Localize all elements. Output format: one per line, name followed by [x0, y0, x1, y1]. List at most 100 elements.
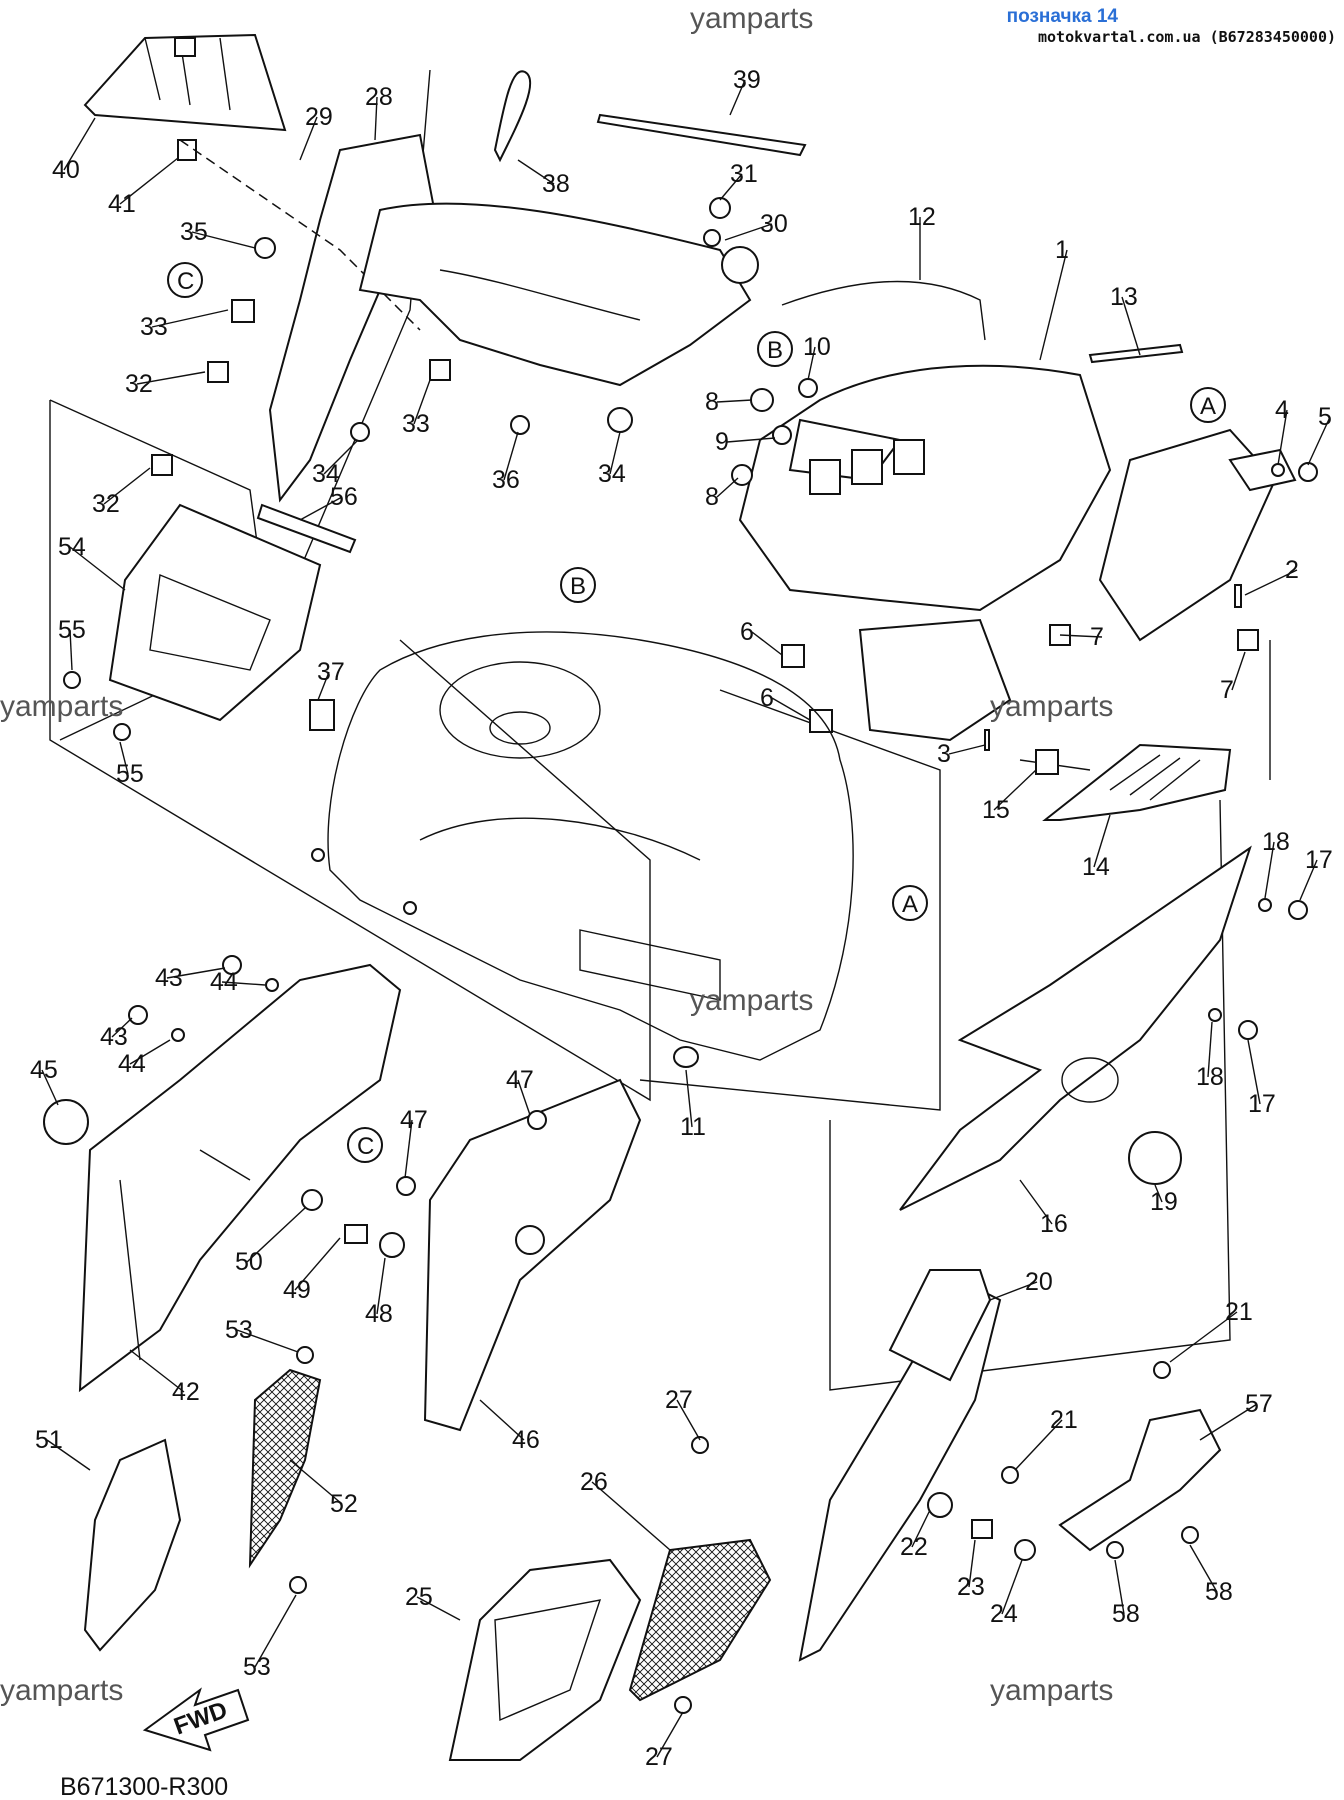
callout-leader-9 [726, 437, 776, 443]
callout-18: 18 [1196, 1063, 1224, 1091]
part-17-bolt [1238, 900, 1308, 1040]
part-19-emblem [1128, 1131, 1182, 1185]
callout-leader-27 [656, 1711, 684, 1758]
callout-leader-58 [1114, 1559, 1125, 1615]
part-46-inner-panel [423, 1078, 642, 1432]
callout-leader-8 [716, 477, 739, 498]
callout-leader-18 [1264, 841, 1275, 899]
callout-leader-38 [517, 159, 555, 185]
part-20-duct [798, 1269, 1002, 1662]
callout-leader-39 [729, 79, 746, 116]
callout-leader-53 [236, 1329, 299, 1353]
callout-leader-51 [46, 1439, 91, 1471]
callout-leader-15 [993, 769, 1037, 811]
part-38-hose [493, 70, 532, 163]
callout-21: 21 [1050, 1406, 1078, 1434]
callout-leader-21 [1169, 1311, 1238, 1363]
callout-leader-2 [1244, 569, 1298, 596]
part-25-cover [448, 1558, 642, 1761]
part-9-bolt [772, 425, 792, 445]
part-24-bolt [1014, 1539, 1036, 1561]
callout-leader-54 [69, 546, 126, 591]
part-4-washer [1271, 463, 1285, 477]
part-47-bolt [396, 1110, 547, 1196]
watermarks: yamparts yamparts yamparts yamparts yamp… [0, 2, 1113, 1707]
callout-53: 53 [243, 1653, 271, 1681]
callout-46: 46 [512, 1426, 540, 1454]
fwd-arrow: FWD [142, 1687, 250, 1752]
callout-leader-47 [404, 1119, 413, 1179]
watermark-left: yamparts [0, 690, 123, 723]
part-34-grommet [350, 422, 370, 442]
callout-leader-32 [103, 467, 151, 505]
part-32-clip [151, 361, 229, 476]
callout-leader-14 [1093, 814, 1111, 868]
callout-leader-26 [591, 1481, 671, 1551]
callout-56: 56 [330, 483, 358, 511]
callout-39: 39 [733, 66, 761, 94]
callout-32: 32 [92, 490, 120, 518]
part-3-pin [984, 729, 990, 751]
page-title-link[interactable]: позначка 14 [1006, 6, 1118, 27]
callout-leader-34 [609, 431, 621, 475]
callout-leader-48 [376, 1257, 386, 1315]
part-42-side-panel [78, 963, 402, 1393]
callout-leader-52 [289, 1459, 343, 1505]
callout-44: 44 [210, 968, 238, 996]
callout-leader-24 [1001, 1559, 1023, 1615]
ref-label-a1: A [1200, 393, 1216, 420]
callout-14: 14 [1082, 853, 1110, 881]
callout-58: 58 [1112, 1600, 1140, 1628]
part-44-washer [171, 978, 279, 1042]
part-35-bolt [254, 237, 276, 259]
part-36-bolt [510, 415, 530, 435]
callout-leader-42 [129, 1349, 185, 1393]
part-30-grommet [703, 229, 721, 247]
callout-leader-8 [716, 399, 753, 403]
callout-leader-57 [1199, 1403, 1258, 1441]
callout-47: 47 [400, 1106, 428, 1134]
callout-leader-33 [151, 309, 229, 328]
callout-18: 18 [1262, 828, 1290, 856]
part-14-scoop [1042, 743, 1232, 821]
callout-leader-33 [413, 379, 431, 425]
callout-28: 28 [365, 83, 393, 111]
callout-7: 7 [1220, 676, 1234, 704]
callout-38: 38 [542, 170, 570, 198]
part-8-grommet [731, 388, 774, 486]
callout-leader-34 [323, 439, 359, 475]
callout-6: 6 [740, 618, 754, 646]
callout-6: 6 [760, 684, 774, 712]
callout-leader-55 [69, 629, 73, 671]
callout-leader-11 [685, 1069, 693, 1128]
part-21-screw [1001, 1361, 1171, 1484]
ref-circles: A A B B C C [167, 262, 1226, 1163]
callout-12: 12 [908, 203, 936, 231]
callout-leader-47 [517, 1079, 531, 1116]
part-48-grommet [379, 1232, 405, 1258]
callout-33: 33 [402, 410, 430, 438]
callout-32: 32 [125, 370, 153, 398]
part-50-bolt [301, 1189, 323, 1211]
callout-leader-32 [136, 371, 206, 385]
callout-leader-43 [166, 967, 226, 979]
watermark-right: yamparts [990, 690, 1113, 723]
part-58-screw [1106, 1526, 1199, 1559]
callout-43: 43 [155, 964, 183, 992]
part-39-strip [596, 113, 807, 157]
right-air-duct [1098, 428, 1297, 642]
part-6-clip [781, 644, 833, 733]
part-53-screw [289, 1346, 314, 1594]
callout-30: 30 [760, 210, 788, 238]
callout-leader-22 [911, 1509, 931, 1548]
callout-leader-25 [416, 1596, 461, 1621]
callout-22: 22 [900, 1533, 928, 1561]
callout-leader-18 [1207, 1021, 1213, 1078]
callout-leader-17 [1299, 859, 1318, 901]
part-2-pin [1234, 584, 1242, 608]
part-52-mesh [248, 1368, 322, 1569]
callout-47: 47 [506, 1066, 534, 1094]
callout-19: 19 [1150, 1188, 1178, 1216]
callout-16: 16 [1040, 1210, 1068, 1238]
